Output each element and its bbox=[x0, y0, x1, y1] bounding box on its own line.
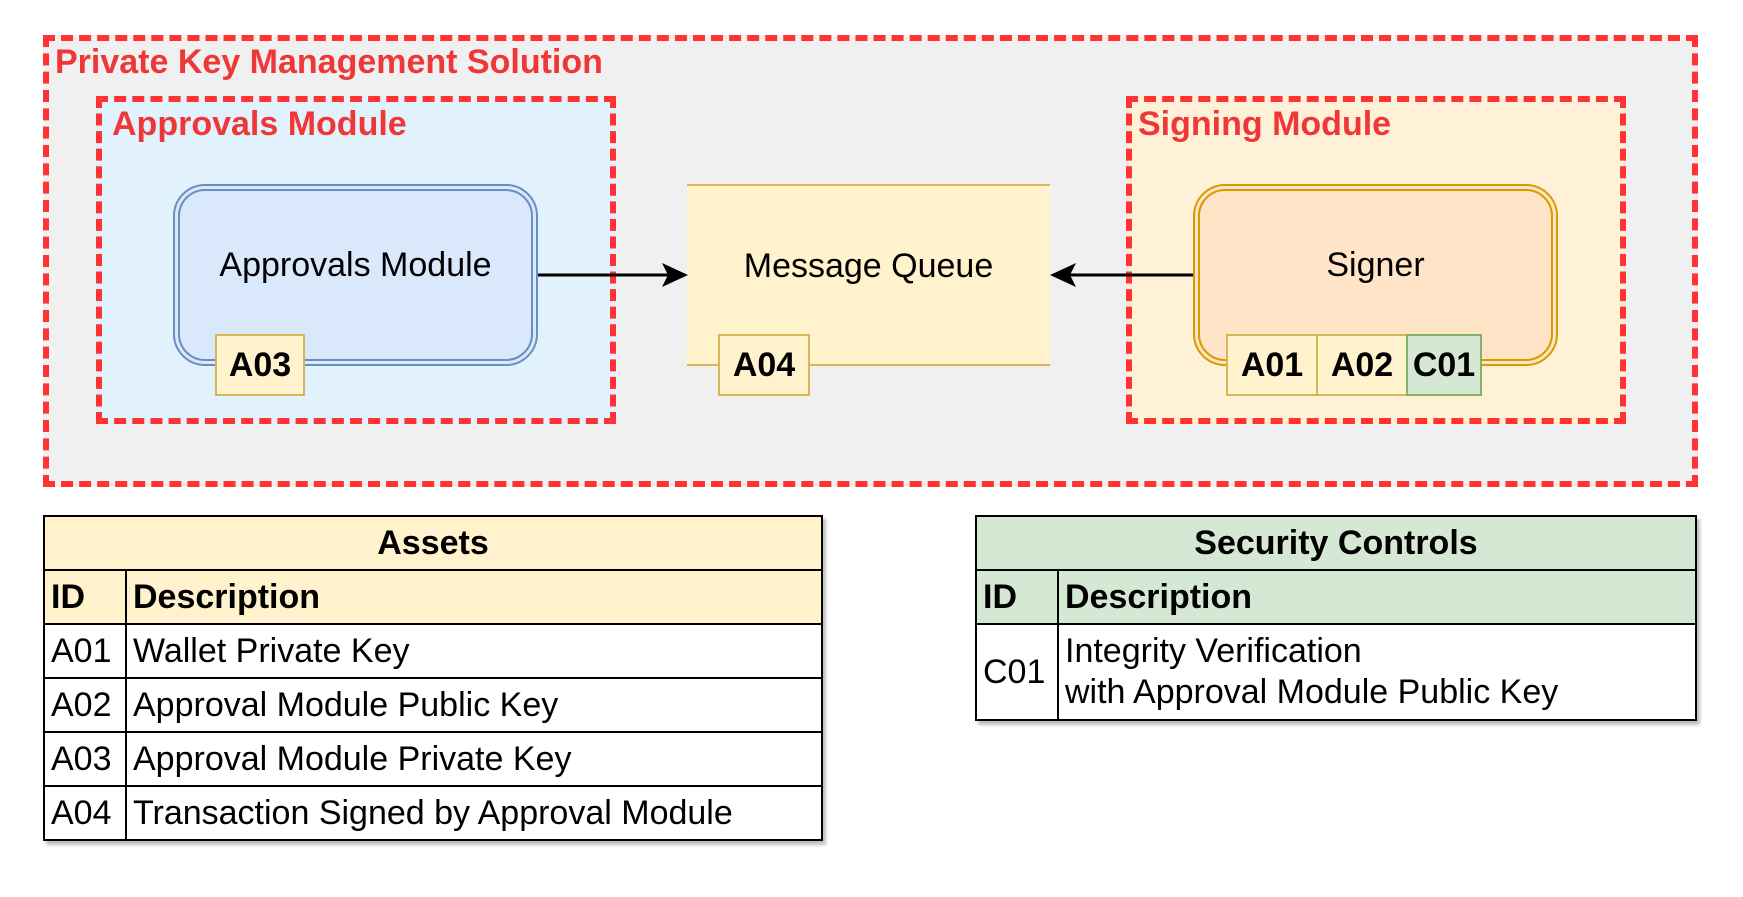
table-row: C01 Integrity Verification with Approval… bbox=[975, 623, 1697, 721]
asset-description: Approval Module Private Key bbox=[125, 731, 823, 787]
assets-table: Assets ID Description A01 Wallet Private… bbox=[43, 515, 823, 841]
asset-id: A01 bbox=[43, 623, 127, 679]
approvals-group-title: Approvals Module bbox=[112, 105, 407, 143]
asset-description: Wallet Private Key bbox=[125, 623, 823, 679]
assets-col-id: ID bbox=[43, 569, 127, 625]
control-description-line-2: with Approval Module Public Key bbox=[1065, 673, 1559, 711]
control-id: C01 bbox=[975, 623, 1059, 721]
controls-table-title: Security Controls bbox=[975, 515, 1697, 571]
controls-col-description: Description bbox=[1057, 569, 1697, 625]
asset-id: A03 bbox=[43, 731, 127, 787]
table-row: A01 Wallet Private Key bbox=[43, 623, 823, 679]
table-row: A04 Transaction Signed by Approval Modul… bbox=[43, 785, 823, 841]
asset-tag-a01: A01 bbox=[1226, 334, 1318, 396]
queue-node-label: Message Queue bbox=[743, 246, 994, 285]
control-tag-c01: C01 bbox=[1406, 334, 1482, 396]
approvals-to-queue-arrowhead bbox=[662, 263, 688, 287]
table-row: A02 Approval Module Public Key bbox=[43, 677, 823, 733]
asset-description: Transaction Signed by Approval Module bbox=[125, 785, 823, 841]
control-description-line-1: Integrity Verification bbox=[1065, 632, 1362, 671]
signing-group-title: Signing Module bbox=[1138, 105, 1392, 143]
assets-col-description: Description bbox=[125, 569, 823, 625]
controls-col-id: ID bbox=[975, 569, 1059, 625]
asset-tag-a03: A03 bbox=[215, 334, 305, 396]
control-description: Integrity Verification with Approval Mod… bbox=[1057, 623, 1697, 721]
table-row: A03 Approval Module Private Key bbox=[43, 731, 823, 787]
signer-to-queue-arrowhead bbox=[1050, 263, 1076, 287]
security-controls-table: Security Controls ID Description C01 Int… bbox=[975, 515, 1697, 721]
signer-node-label: Signer bbox=[1326, 245, 1425, 284]
assets-table-title: Assets bbox=[43, 515, 823, 571]
asset-description: Approval Module Public Key bbox=[125, 677, 823, 733]
asset-tag-a02: A02 bbox=[1316, 334, 1408, 396]
asset-tag-a04: A04 bbox=[718, 334, 810, 396]
approvals-node-label: Approvals Module bbox=[219, 245, 492, 284]
solution-title: Private Key Management Solution bbox=[55, 43, 603, 81]
asset-id: A04 bbox=[43, 785, 127, 841]
asset-id: A02 bbox=[43, 677, 127, 733]
